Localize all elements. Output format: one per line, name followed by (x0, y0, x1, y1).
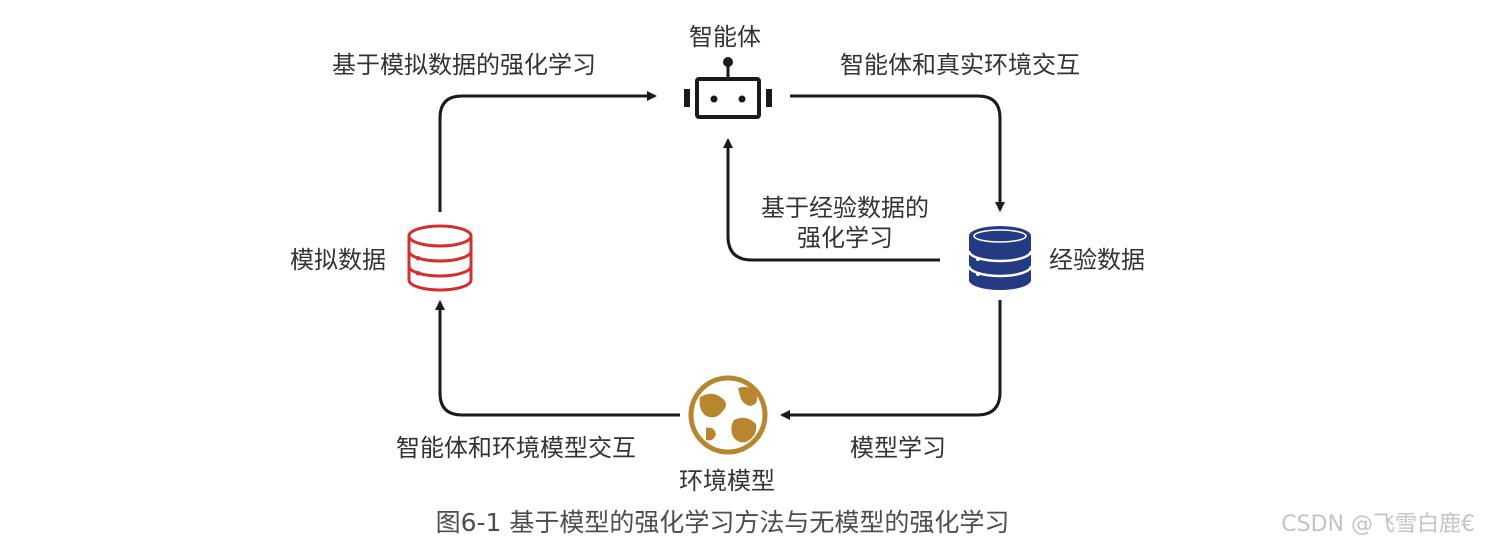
globe-icon (688, 375, 768, 455)
arrow-sim-to-agent (438, 91, 657, 212)
edge-label-model-to-sim: 智能体和环境模型交互 (396, 434, 636, 462)
watermark: CSDN @飞雪白鹿€ (1281, 512, 1475, 537)
agent-label: 智能体 (689, 23, 761, 51)
figure-caption: 图6-1 基于模型的强化学习方法与无模型的强化学习 (435, 508, 1010, 537)
experience-data-label: 经验数据 (1049, 246, 1145, 274)
environment-model-label: 环境模型 (679, 467, 775, 495)
edge-label-sim-to-agent: 基于模拟数据的强化学习 (332, 51, 596, 79)
simulated-data-label: 模拟数据 (290, 246, 386, 274)
simulated-database-icon (407, 224, 473, 292)
robot-icon (684, 57, 772, 119)
edge-label-exp-to-agent: 基于经验数据的 强化学习 (755, 193, 935, 253)
edge-label-model-learning: 模型学习 (850, 434, 946, 462)
experience-database-icon (967, 226, 1033, 290)
arrow-experience-to-agent (723, 138, 940, 262)
arrow-agent-to-experience (790, 94, 1005, 212)
edge-label-agent-to-env: 智能体和真实环境交互 (840, 51, 1080, 79)
edge-label-exp-to-agent-line1: 基于经验数据的 (761, 194, 929, 222)
edge-label-exp-to-agent-line2: 强化学习 (797, 224, 893, 252)
arrow-model-to-sim (435, 300, 680, 417)
arrow-experience-to-model (780, 300, 1002, 420)
